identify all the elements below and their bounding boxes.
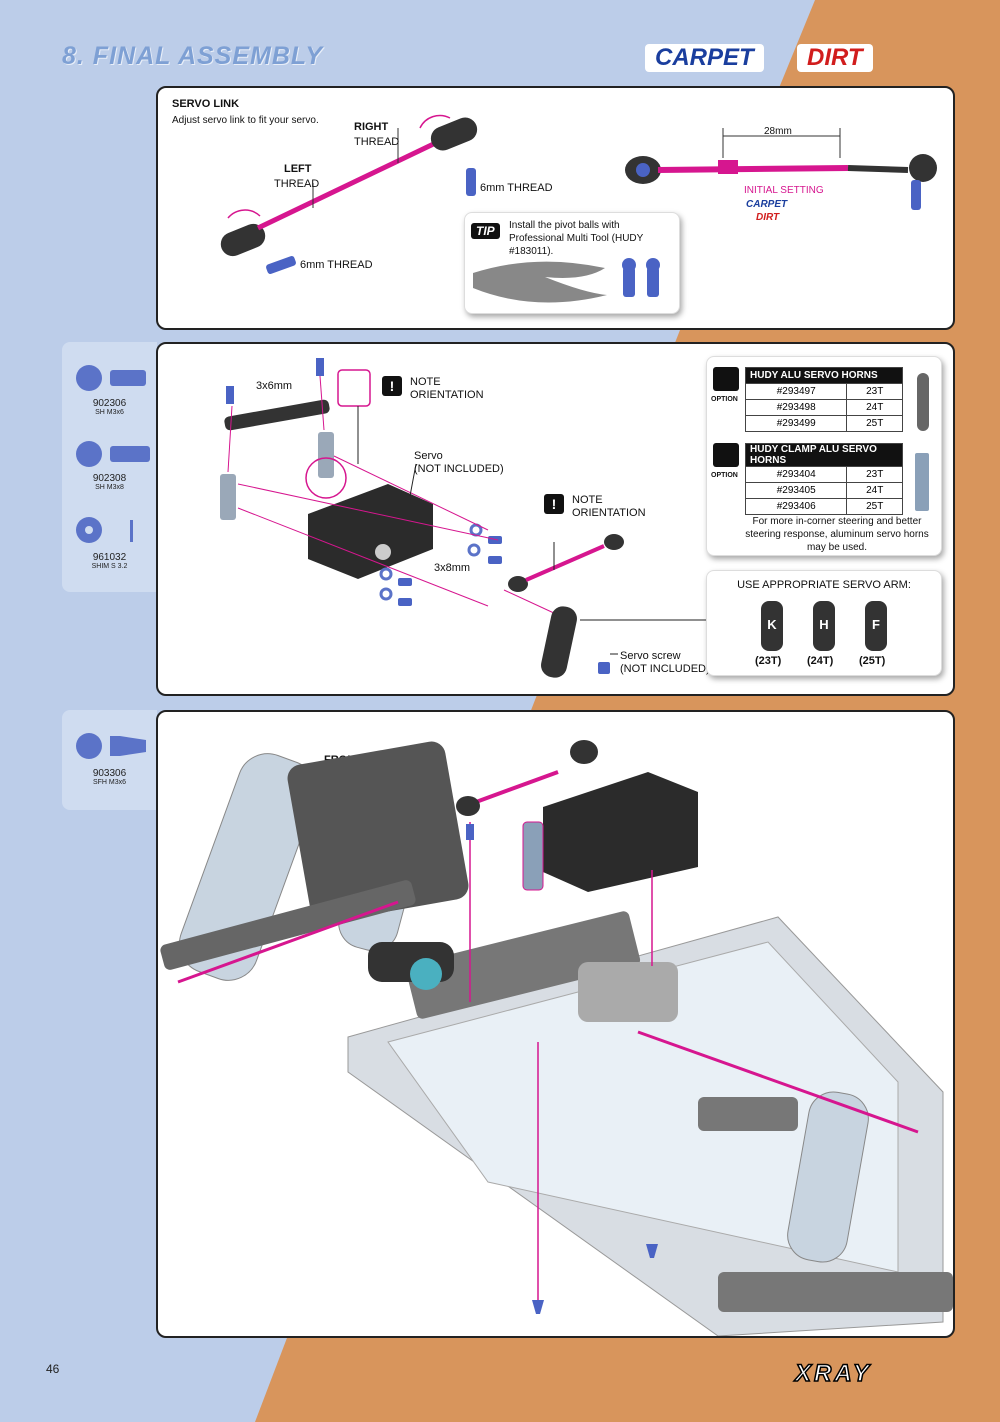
carpet-badge: CARPET — [645, 44, 764, 72]
page-number: 46 — [46, 1362, 60, 1376]
servo-arm-title: USE APPROPRIATE SERVO ARM: — [737, 579, 911, 591]
right-thread-label-2: THREAD — [354, 136, 400, 148]
servo-mount-panel: 3x6mm 3x8mm ! NOTE ORIENTATION ! NOTE OR… — [156, 342, 955, 696]
table-cell: #293405 — [744, 482, 848, 499]
part-code: 961032 — [92, 552, 127, 563]
initial-carpet-label: CARPET — [746, 199, 788, 210]
servo-arm-box: USE APPROPRIATE SERVO ARM: K H F (23T) (… — [706, 570, 942, 676]
dimension-3x8: 3x8mm — [434, 562, 471, 574]
table-cell: 23T — [846, 383, 903, 400]
tip-text: Install the pivot balls with Professiona… — [509, 220, 644, 257]
servo-screw-label: Servo screw — [620, 650, 681, 662]
part-desc: SH M3x8 — [95, 484, 124, 491]
servo-arm-teeth: (23T) — [755, 655, 782, 667]
tip-badge: TIP — [471, 223, 500, 239]
thread-label-right: 6mm THREAD — [480, 182, 553, 194]
part-902308: 902308 SH M3x8 — [62, 473, 157, 491]
note-icon: ! — [382, 376, 402, 396]
table-cell: #293497 — [744, 383, 848, 400]
servo-arm-h: H — [813, 601, 835, 651]
servo-link-panel: SERVO LINK Adjust servo link to fit your… — [156, 86, 955, 330]
note-icon: ! — [544, 494, 564, 514]
note-label-2b: ORIENTATION — [572, 507, 646, 519]
servo-link-title: SERVO LINK — [172, 98, 240, 110]
servo-arm-letter: H — [819, 617, 829, 632]
thumbs-up-icon — [713, 367, 739, 391]
servo-horn-icons — [915, 373, 929, 511]
parts-sidebar-2: 902306 SH M3x6 902308 SH M3x8 961032 SHI… — [62, 342, 157, 592]
option-label: OPTION — [711, 396, 738, 403]
part-903306: 903306 SFH M3x6 — [62, 768, 157, 786]
servo-arm-f: F — [865, 601, 887, 651]
left-thread-label-2: THREAD — [274, 178, 320, 190]
servo-arm-letter: F — [872, 617, 880, 632]
thumbs-up-icon — [713, 443, 739, 467]
tip-box: TIP Install the pivot balls with Profess… — [464, 212, 680, 314]
servo-arm-letter: K — [767, 617, 777, 632]
parts-sidebar-3: 903306 SFH M3x6 — [62, 710, 157, 810]
table-title: HUDY ALU SERVO HORNS — [745, 367, 903, 384]
page-title: 8. FINAL ASSEMBLY — [62, 42, 324, 70]
servo-not-included: (NOT INCLUDED) — [414, 463, 504, 475]
note-label-2: NOTE — [572, 494, 603, 506]
note-label-1: NOTE — [410, 376, 441, 388]
xray-logo: XRAY — [794, 1359, 872, 1388]
table-cell: 25T — [846, 498, 903, 515]
table-title: HUDY CLAMP ALU SERVO HORNS — [745, 443, 903, 467]
servo-arm-teeth: (24T) — [807, 655, 834, 667]
note-label-1b: ORIENTATION — [410, 389, 484, 401]
part-902306: 902306 SH M3x6 — [62, 398, 157, 416]
part-code: 902308 — [92, 473, 127, 484]
servo-label: Servo — [414, 450, 443, 462]
chassis-illustration — [160, 740, 953, 1336]
dimension-3x6: 3x6mm — [256, 380, 293, 392]
chassis-panel: FRONT — [156, 710, 955, 1338]
thread-label-left: 6mm THREAD — [300, 259, 373, 271]
table-cell: #293404 — [744, 466, 848, 483]
part-code: 902306 — [92, 398, 127, 409]
part-desc: SFH M3x6 — [92, 779, 127, 786]
left-thread-label: LEFT — [284, 163, 312, 175]
part-code: 903306 — [92, 768, 127, 779]
option-note: For more in-corner steering and better s… — [745, 516, 929, 553]
multi-tool-illustration — [473, 258, 660, 303]
table-cell: #293499 — [744, 415, 848, 432]
table-cell: 24T — [846, 399, 903, 416]
initial-dirt-label: DIRT — [756, 212, 780, 223]
servo-screw-not-included: (NOT INCLUDED) — [620, 663, 710, 675]
table-cell: #293498 — [744, 399, 848, 416]
initial-setting-label: INITIAL SETTING — [744, 185, 824, 196]
servo-mount-illustration — [220, 358, 706, 678]
servo-link-illustration — [220, 114, 937, 274]
dirt-badge: DIRT — [797, 44, 873, 72]
parts-icons-3 — [76, 733, 146, 759]
parts-icons-2 — [76, 365, 150, 543]
servo-arm-k: K — [761, 601, 783, 651]
table-cell: 25T — [846, 415, 903, 432]
table-cell: 24T — [846, 482, 903, 499]
part-desc: SH M3x6 — [95, 409, 124, 416]
table-cell: #293406 — [744, 498, 848, 515]
part-desc: SHIM S 3.2 — [91, 563, 128, 570]
servo-link-subtitle: Adjust servo link to fit your servo. — [172, 115, 319, 126]
servo-arm-teeth: (25T) — [859, 655, 886, 667]
right-thread-label: RIGHT — [354, 121, 389, 133]
dimension-28mm: 28mm — [764, 126, 792, 137]
option-label: OPTION — [711, 472, 738, 479]
table-cell: 23T — [846, 466, 903, 483]
part-961032: 961032 SHIM S 3.2 — [62, 552, 157, 570]
